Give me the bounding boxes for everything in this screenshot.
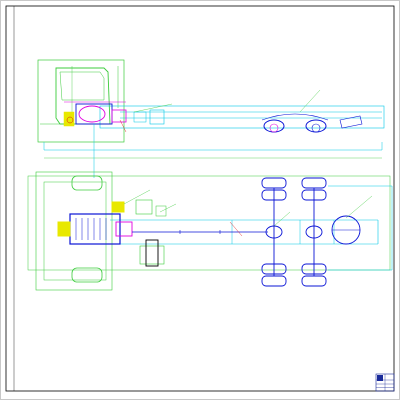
cab-window bbox=[59, 71, 105, 101]
engine-plan bbox=[69, 213, 121, 245]
plan-view bbox=[27, 171, 393, 291]
title-block bbox=[375, 373, 395, 392]
cab-plan-outline bbox=[35, 171, 113, 291]
rear-wheel-2d bbox=[301, 275, 327, 287]
gearbox-plan bbox=[115, 221, 133, 237]
side-elevation-view bbox=[37, 59, 385, 159]
differential-2 bbox=[305, 225, 323, 239]
plan-leader-2 bbox=[159, 203, 177, 213]
tank-strap bbox=[145, 239, 159, 267]
side-battery-box bbox=[133, 111, 147, 123]
rear-wheel-1c bbox=[261, 263, 287, 275]
air-tank bbox=[155, 205, 167, 217]
rear-wheel-1d bbox=[261, 275, 287, 287]
engine-block bbox=[75, 103, 113, 125]
rear-hub-1 bbox=[269, 123, 279, 133]
rear-hub-2 bbox=[311, 123, 321, 133]
front-wheel-right bbox=[71, 267, 103, 283]
side-leader-3 bbox=[119, 119, 127, 133]
rear-spring-leaf bbox=[261, 113, 329, 121]
side-leader-1 bbox=[133, 103, 173, 113]
side-leader-2 bbox=[299, 89, 321, 113]
plan-leader-4 bbox=[345, 195, 373, 219]
side-baseline bbox=[43, 142, 383, 151]
radiator-fan bbox=[57, 221, 71, 237]
rear-spring-2 bbox=[305, 119, 327, 133]
rear-bogie-side bbox=[261, 113, 363, 133]
rear-wheel-1b bbox=[261, 189, 287, 201]
battery-box bbox=[135, 199, 153, 215]
side-frame-envelope bbox=[99, 105, 385, 129]
fuel-tank bbox=[139, 245, 165, 265]
drawing-frame bbox=[5, 5, 395, 392]
engine-front-pulley bbox=[63, 111, 75, 127]
front-wheel-left bbox=[71, 175, 103, 191]
rear-wheel-2b bbox=[301, 189, 327, 201]
rear-wheel-2a bbox=[301, 177, 327, 189]
rear-axle-1 bbox=[265, 188, 283, 276]
title-block-logo bbox=[377, 375, 383, 381]
rear-dual-wheels bbox=[261, 177, 327, 287]
plan-leader-5 bbox=[229, 221, 243, 237]
rear-overhang-envelope bbox=[328, 185, 393, 271]
air-filter bbox=[111, 201, 125, 213]
plan-leader-1 bbox=[123, 189, 151, 205]
side-component-box bbox=[149, 109, 165, 125]
plan-envelope bbox=[27, 175, 391, 271]
rear-axle-2 bbox=[305, 188, 323, 276]
cab-envelope bbox=[37, 59, 125, 143]
cab-plan-inner bbox=[43, 181, 107, 281]
engine-flywheel bbox=[78, 105, 106, 123]
engine-mount bbox=[66, 116, 74, 124]
rear-wheel-1a bbox=[261, 177, 287, 189]
rear-spring-1 bbox=[263, 119, 285, 133]
engine-cylinders bbox=[75, 218, 107, 240]
gearbox bbox=[111, 109, 127, 123]
spare-tyre-carrier bbox=[339, 115, 363, 129]
plan-leader-3 bbox=[273, 211, 291, 227]
rear-wheel-2c bbox=[301, 263, 327, 275]
